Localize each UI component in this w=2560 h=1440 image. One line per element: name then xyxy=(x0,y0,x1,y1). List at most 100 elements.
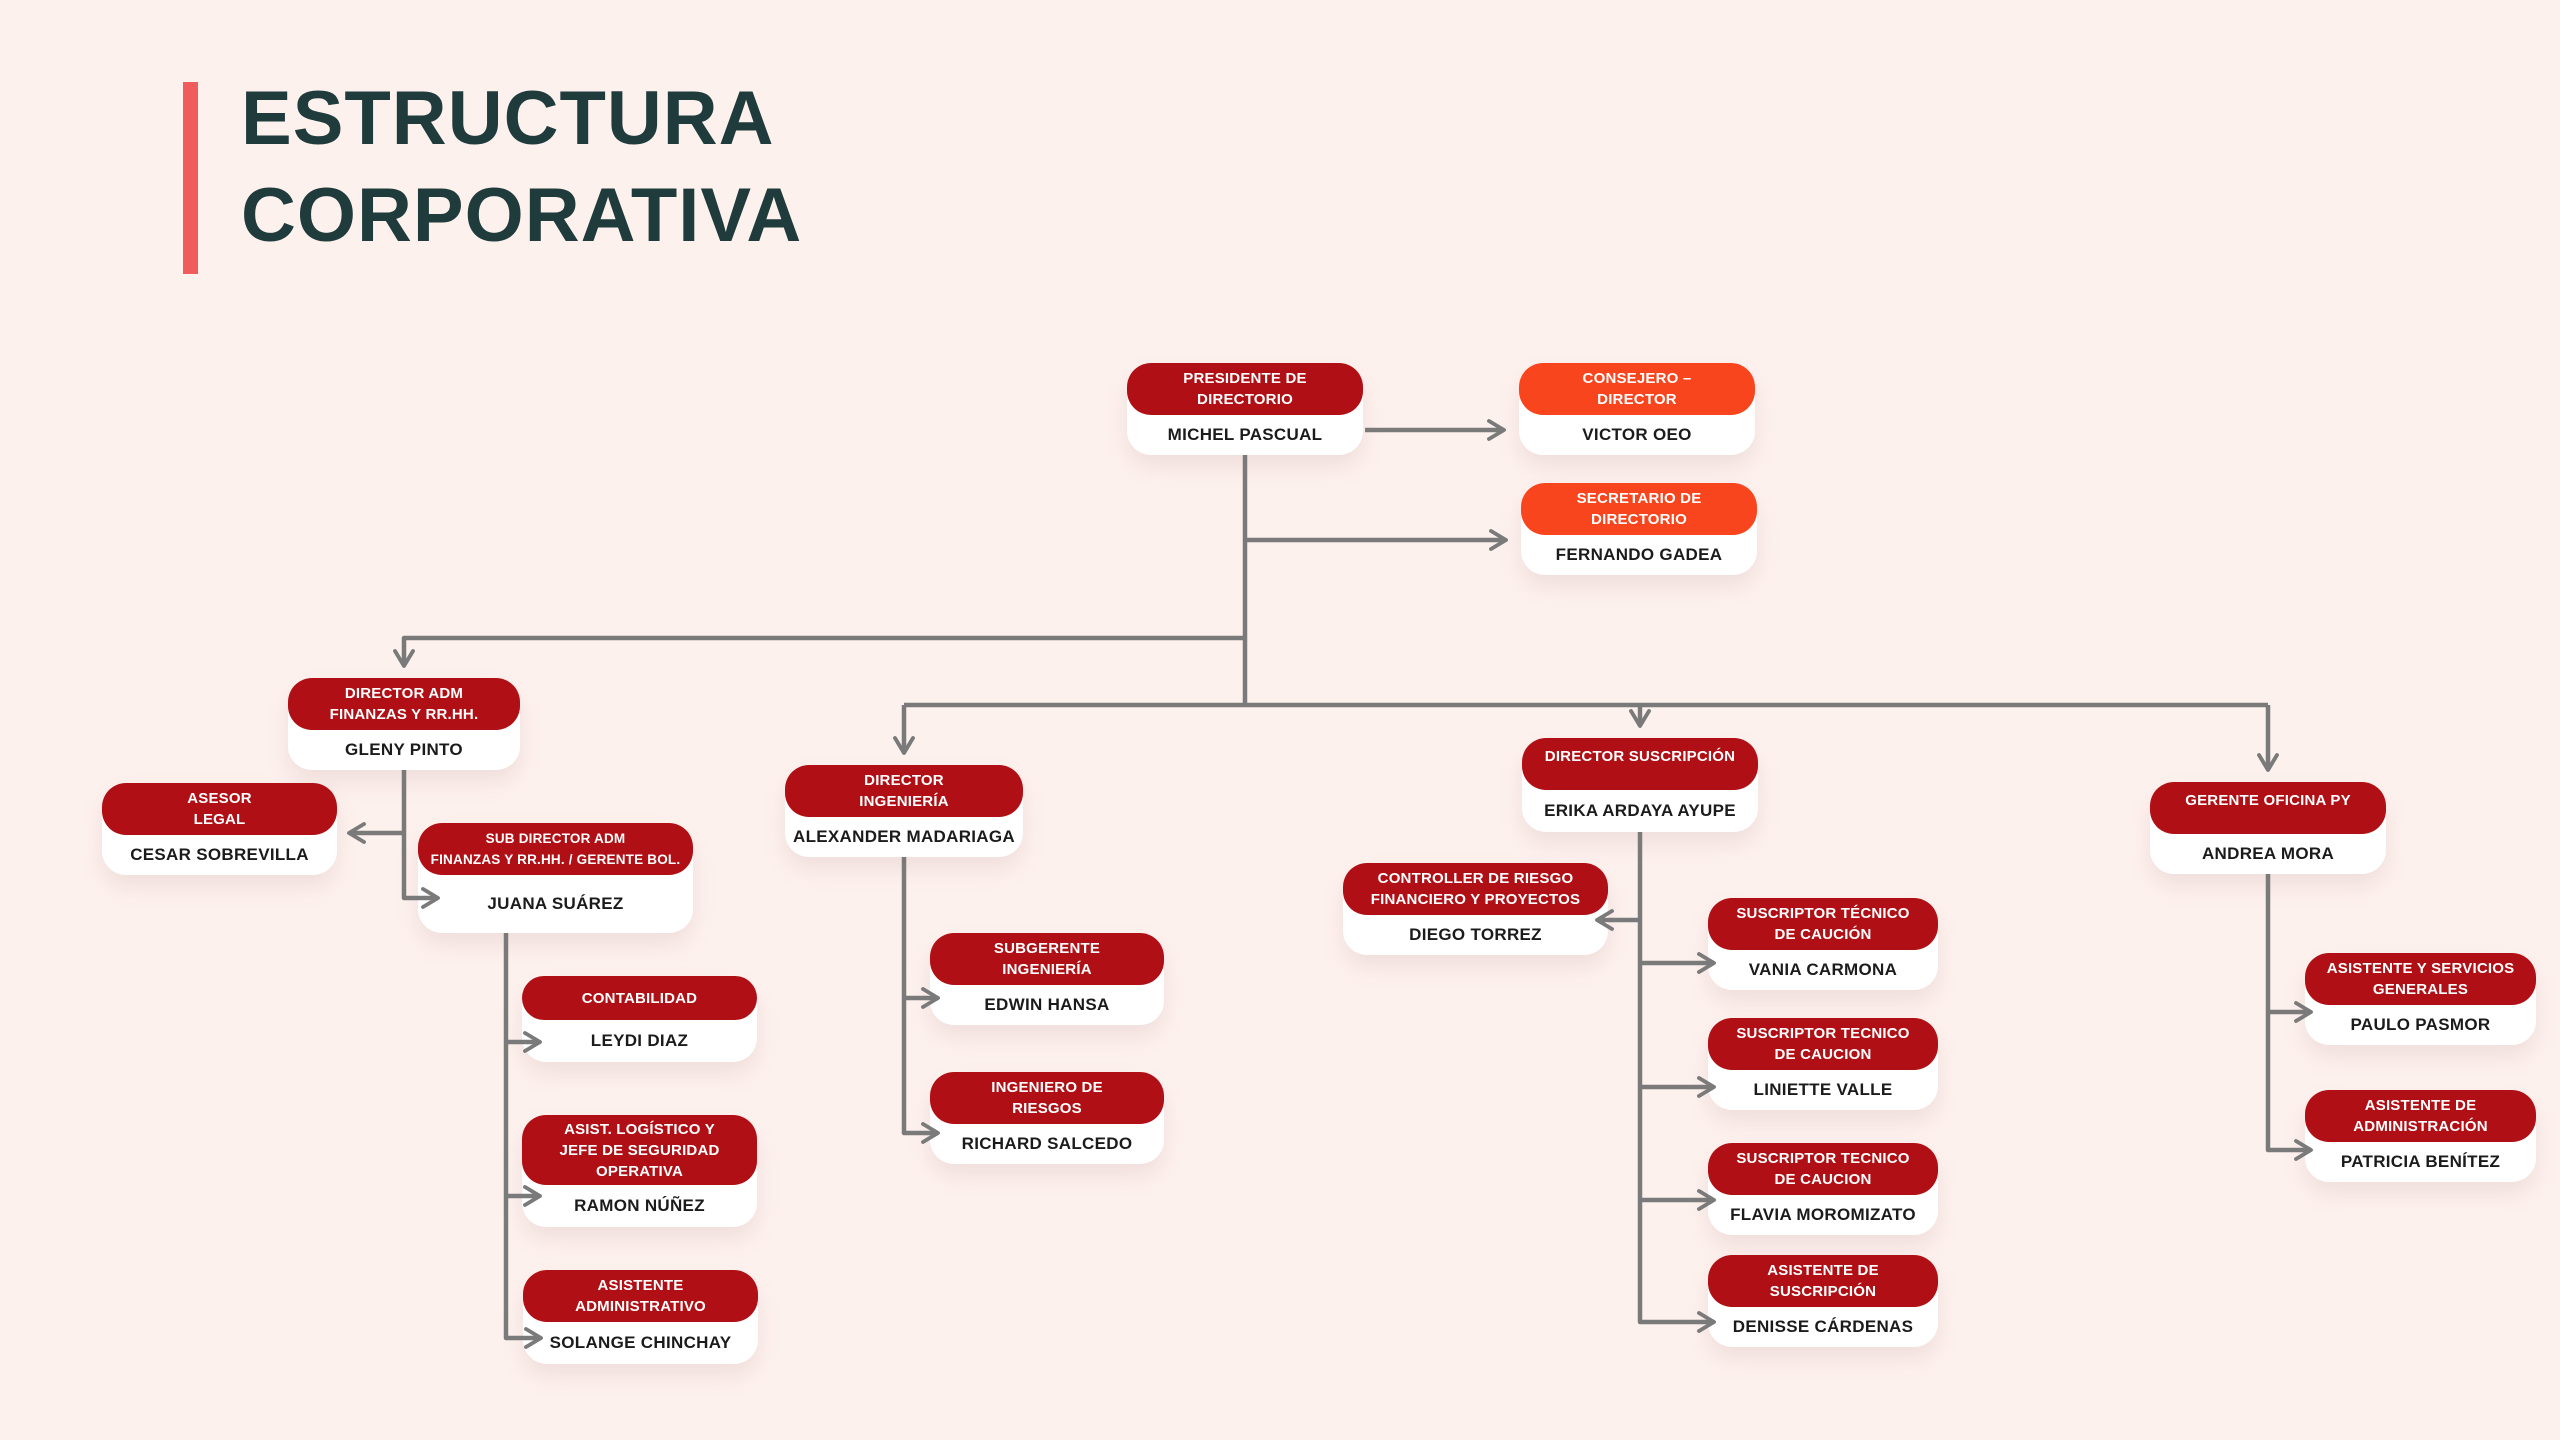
role-badge: SUB DIRECTOR ADM FINANZAS Y RR.HH. / GERE… xyxy=(418,823,693,875)
person-name: VICTOR OEO xyxy=(1582,425,1692,444)
connector-presidente-director-adm xyxy=(393,635,1245,668)
person-name: CESAR SOBREVILLA xyxy=(130,845,309,864)
role-line: GERENTE OFICINA PY xyxy=(2185,792,2351,809)
person-name: DIEGO TORREZ xyxy=(1409,925,1542,944)
role-badge: ASESOR LEGAL xyxy=(102,783,337,835)
role-badge: ASISTENTE Y SERVICIOS GENERALES xyxy=(2305,953,2536,1005)
person-name: ERIKA ARDAYA AYUPE xyxy=(1544,801,1736,820)
role-line: INGENIERO DE xyxy=(991,1079,1103,1096)
role-line: INGENIERÍA xyxy=(859,793,949,810)
role-badge: PRESIDENTE DE DIRECTORIO xyxy=(1127,363,1363,415)
org-node-director-ingenieria: DIRECTOR INGENIERÍA ALEXANDER MADARIAGA xyxy=(785,765,1023,857)
role-line: ASISTENTE DE xyxy=(1767,1262,1879,1279)
role-line: DIRECTOR SUSCRIPCIÓN xyxy=(1544,748,1736,765)
role-badge: INGENIERO DE RIESGOS xyxy=(930,1072,1164,1124)
role-badge: SUBGERENTE INGENIERÍA xyxy=(930,933,1164,985)
person-name: DENISSE CÁRDENAS xyxy=(1732,1317,1914,1336)
person-name: JUANA SUÁREZ xyxy=(487,894,624,913)
person-name: VANIA CARMONA xyxy=(1748,960,1898,979)
role-line: GENERALES xyxy=(2372,981,2469,998)
role-line: SUSCRIPTOR TECNICO xyxy=(1736,1150,1910,1167)
person-name: SOLANGE CHINCHAY xyxy=(549,1333,732,1352)
person-name: PAULO PASMOR xyxy=(2350,1015,2491,1034)
role-line: RIESGOS xyxy=(1012,1100,1082,1117)
role-badge: CONSEJERO – DIRECTOR xyxy=(1519,363,1755,415)
role-line: CONSEJERO – xyxy=(1582,370,1692,387)
role-line: DIRECTOR ADM xyxy=(344,685,464,702)
org-node-director-suscripcion: DIRECTOR SUSCRIPCIÓN ERIKA ARDAYA AYUPE xyxy=(1522,738,1758,832)
role-line: CONTROLLER DE RIESGO xyxy=(1377,870,1574,887)
role-line: SUBGERENTE xyxy=(993,940,1101,957)
role-line: ADMINISTRATIVO xyxy=(575,1298,706,1315)
role-line: SECRETARIO DE xyxy=(1576,490,1702,507)
org-node-asistente-servicios: ASISTENTE Y SERVICIOS GENERALES PAULO PAS… xyxy=(2305,953,2536,1045)
role-badge: SECRETARIO DE DIRECTORIO xyxy=(1521,483,1757,535)
role-line: SUSCRIPCIÓN xyxy=(1769,1283,1877,1300)
role-line: ASIST. LOGÍSTICO Y xyxy=(564,1120,715,1138)
role-line: DIRECTOR xyxy=(1597,391,1677,408)
org-node-suscriptor-caucion-3: SUSCRIPTOR TECNICO DE CAUCION FLAVIA MORO… xyxy=(1708,1143,1938,1235)
person-name: LINIETTE VALLE xyxy=(1753,1080,1893,1099)
org-node-director-adm: DIRECTOR ADM FINANZAS Y RR.HH. GLENY PINT… xyxy=(288,678,520,770)
role-line: PRESIDENTE DE xyxy=(1183,370,1307,387)
person-name: GLENY PINTO xyxy=(345,740,463,759)
person-name: FERNANDO GADEA xyxy=(1555,545,1723,564)
title-accent-bar xyxy=(183,82,198,274)
role-line: DE CAUCION xyxy=(1774,1046,1872,1063)
org-node-asesor-legal: ASESOR LEGAL CESAR SOBREVILLA xyxy=(102,783,337,875)
role-line: OPERATIVA xyxy=(595,1162,684,1180)
person-name: EDWIN HANSA xyxy=(984,995,1110,1014)
org-node-subgerente-ingenieria: SUBGERENTE INGENIERÍA EDWIN HANSA xyxy=(930,933,1164,1025)
role-line: FINANZAS Y RR.HH. xyxy=(329,706,479,723)
role-line: ADMINISTRACIÓN xyxy=(2353,1118,2488,1135)
person-name: LEYDI DIAZ xyxy=(590,1031,689,1050)
role-line: FINANZAS Y RR.HH. / GERENTE BOL. xyxy=(430,852,681,867)
role-badge: ASISTENTE DE ADMINISTRACIÓN xyxy=(2305,1090,2536,1142)
person-name: RICHARD SALCEDO xyxy=(961,1134,1133,1153)
role-badge: DIRECTOR SUSCRIPCIÓN xyxy=(1522,738,1758,790)
role-line: DIRECTOR xyxy=(864,772,944,789)
role-line: CONTABILIDAD xyxy=(581,989,698,1007)
role-line: JEFE DE SEGURIDAD xyxy=(559,1141,720,1159)
person-name: MICHEL PASCUAL xyxy=(1167,425,1323,444)
org-node-secretario: SECRETARIO DE DIRECTORIO FERNANDO GADEA xyxy=(1521,483,1757,575)
role-line: ASISTENTE Y SERVICIOS xyxy=(2326,960,2515,977)
role-line: INGENIERÍA xyxy=(1002,961,1092,978)
role-line: SUB DIRECTOR ADM xyxy=(485,831,626,846)
role-line: DIRECTORIO xyxy=(1197,391,1293,408)
role-badge: GERENTE OFICINA PY xyxy=(2150,782,2386,834)
role-badge: ASIST. LOGÍSTICO Y JEFE DE SEGURIDAD OPERA… xyxy=(522,1115,757,1185)
role-badge: CONTABILIDAD xyxy=(522,976,757,1020)
role-badge: DIRECTOR ADM FINANZAS Y RR.HH. xyxy=(288,678,520,730)
org-node-presidente: PRESIDENTE DE DIRECTORIO MICHEL PASCUAL xyxy=(1127,363,1363,455)
role-line: DIRECTORIO xyxy=(1591,511,1687,528)
role-line: DE CAUCION xyxy=(1774,1171,1872,1188)
person-name: ANDREA MORA xyxy=(2201,844,2335,863)
org-node-consejero: CONSEJERO – DIRECTOR VICTOR OEO xyxy=(1519,363,1755,455)
role-badge: SUSCRIPTOR TECNICO DE CAUCION xyxy=(1708,1143,1938,1195)
person-name: RAMON NÚÑEZ xyxy=(574,1196,705,1215)
person-name: PATRICIA BENÍTEZ xyxy=(2340,1152,2501,1171)
org-node-suscriptor-caucion-2: SUSCRIPTOR TECNICO DE CAUCION LINIETTE VA… xyxy=(1708,1018,1938,1110)
connector-erika-trunk xyxy=(1637,832,1716,1333)
role-line: SUSCRIPTOR TÉCNICO xyxy=(1736,905,1910,922)
role-line: ASISTENTE DE xyxy=(2364,1097,2477,1114)
org-node-asist-logistico: ASIST. LOGÍSTICO Y JEFE DE SEGURIDAD OPERA… xyxy=(522,1115,757,1227)
org-node-gerente-oficina-py: GERENTE OFICINA PY ANDREA MORA xyxy=(2150,782,2386,874)
person-name: FLAVIA MOROMIZATO xyxy=(1730,1205,1916,1224)
role-line: ASESOR xyxy=(187,790,252,807)
org-node-ingeniero-riesgos: INGENIERO DE RIESGOS RICHARD SALCEDO xyxy=(930,1072,1164,1164)
role-line: LEGAL xyxy=(193,811,246,828)
role-line: SUSCRIPTOR TECNICO xyxy=(1736,1025,1910,1042)
role-badge: DIRECTOR INGENIERÍA xyxy=(785,765,1023,817)
title-line-2: CORPORATIVA xyxy=(241,173,803,258)
person-name: ALEXANDER MADARIAGA xyxy=(793,827,1015,846)
